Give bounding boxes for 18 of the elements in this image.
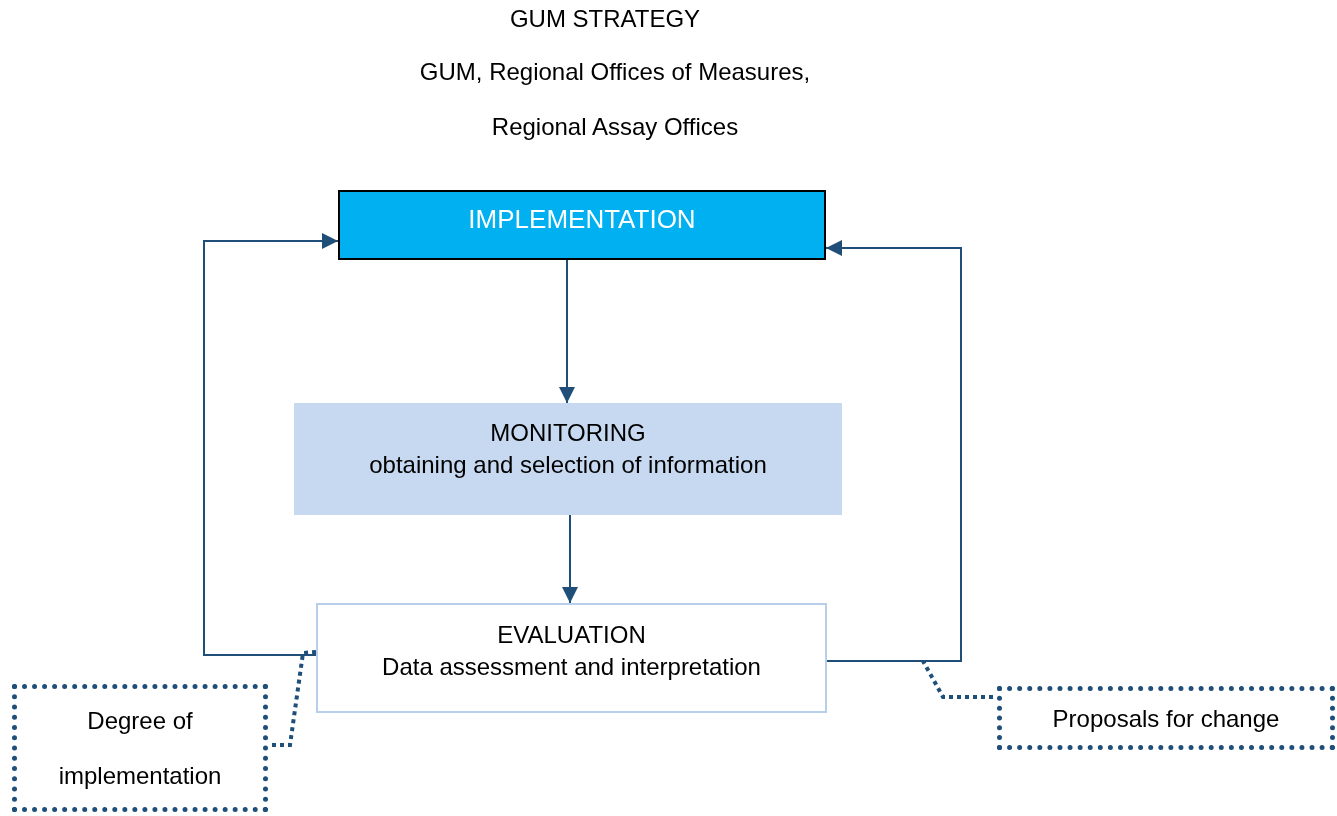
process-box — [294, 403, 842, 515]
process-box — [338, 190, 826, 260]
arrow — [825, 240, 962, 662]
diagram-title: GUM STRATEGY — [508, 4, 702, 34]
box-heading: EVALUATION — [497, 620, 646, 650]
box-text: IMPLEMENTATION — [468, 204, 696, 234]
callout-box — [12, 684, 268, 812]
process-box — [316, 603, 827, 713]
box-text: obtaining and selection of information — [369, 450, 767, 480]
box-text: Proposals for change — [1052, 703, 1280, 734]
box-text: Data assessment and interpretation — [382, 652, 761, 682]
arrow — [203, 233, 339, 656]
callout-box — [997, 686, 1335, 750]
box-heading: MONITORING — [490, 418, 646, 448]
arrow — [562, 514, 578, 604]
arrow — [559, 259, 575, 404]
box-text: Degree of implementation — [57, 706, 223, 791]
subtitle-text: GUM, Regional Offices of Measures, Regional Assay Offices — [418, 57, 812, 142]
